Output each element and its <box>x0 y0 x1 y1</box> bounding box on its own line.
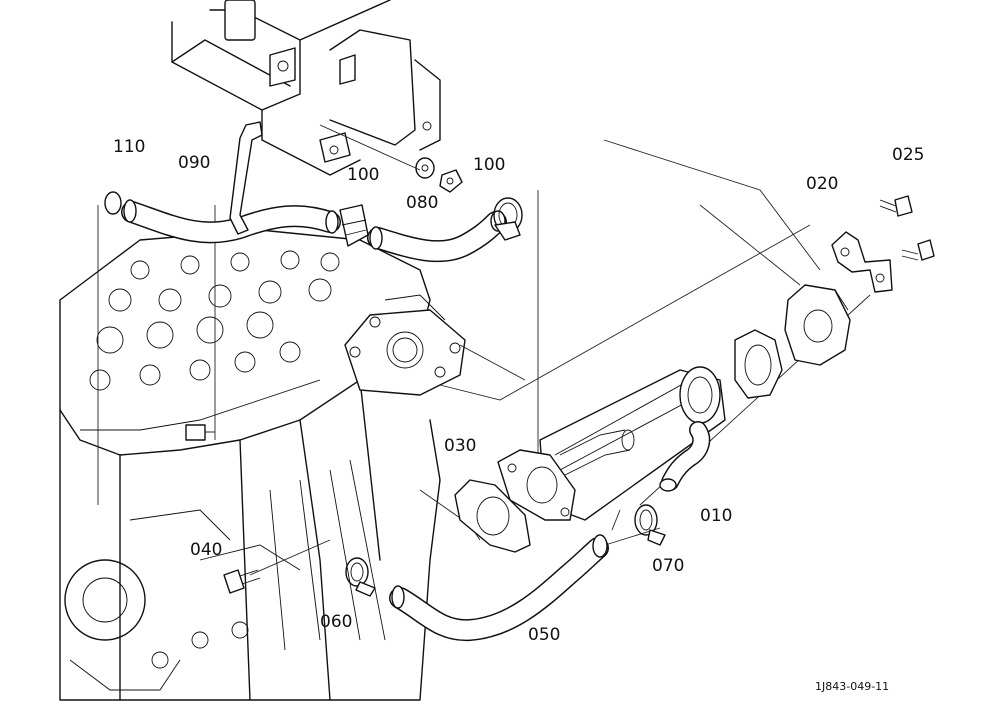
callout-100-right: 100 <box>473 155 505 175</box>
callout-090: 090 <box>178 153 210 173</box>
bolt-040[interactable] <box>223 569 261 594</box>
callout-110: 110 <box>113 137 145 157</box>
egr-cooler[interactable] <box>497 366 726 521</box>
callout-050: 050 <box>528 625 560 645</box>
callout-020: 020 <box>806 174 838 194</box>
hose-clamp-100-left[interactable] <box>339 204 369 247</box>
callout-080: 080 <box>406 193 438 213</box>
hose-clamp-100-right[interactable] <box>493 197 523 241</box>
engine-block <box>59 0 466 701</box>
drawing-code: 1J843-049-11 <box>815 680 889 693</box>
hose-clamp-060[interactable] <box>345 557 376 597</box>
callout-labels: 110 090 100 100 080 025 020 030 010 040 … <box>113 137 924 693</box>
hose-090[interactable] <box>121 121 341 244</box>
bracket-020[interactable] <box>831 231 893 293</box>
callout-070: 070 <box>652 556 684 576</box>
callout-030: 030 <box>444 436 476 456</box>
hose-080[interactable] <box>367 210 507 263</box>
gasket-right <box>734 329 783 399</box>
callout-100-left: 100 <box>347 165 379 185</box>
gasket-030[interactable] <box>454 479 531 553</box>
hose-050[interactable] <box>389 534 609 642</box>
nut-and-washer <box>415 157 463 193</box>
callout-025: 025 <box>892 145 924 165</box>
callout-060: 060 <box>320 612 352 632</box>
o-ring-110[interactable] <box>104 191 122 215</box>
callout-040: 040 <box>190 540 222 560</box>
bolt-025[interactable] <box>879 195 935 261</box>
hose-clamp-070[interactable] <box>634 504 666 546</box>
egr-outlet-flange <box>784 284 851 366</box>
water-pipe-010[interactable] <box>659 421 711 492</box>
callout-010: 010 <box>700 506 732 526</box>
